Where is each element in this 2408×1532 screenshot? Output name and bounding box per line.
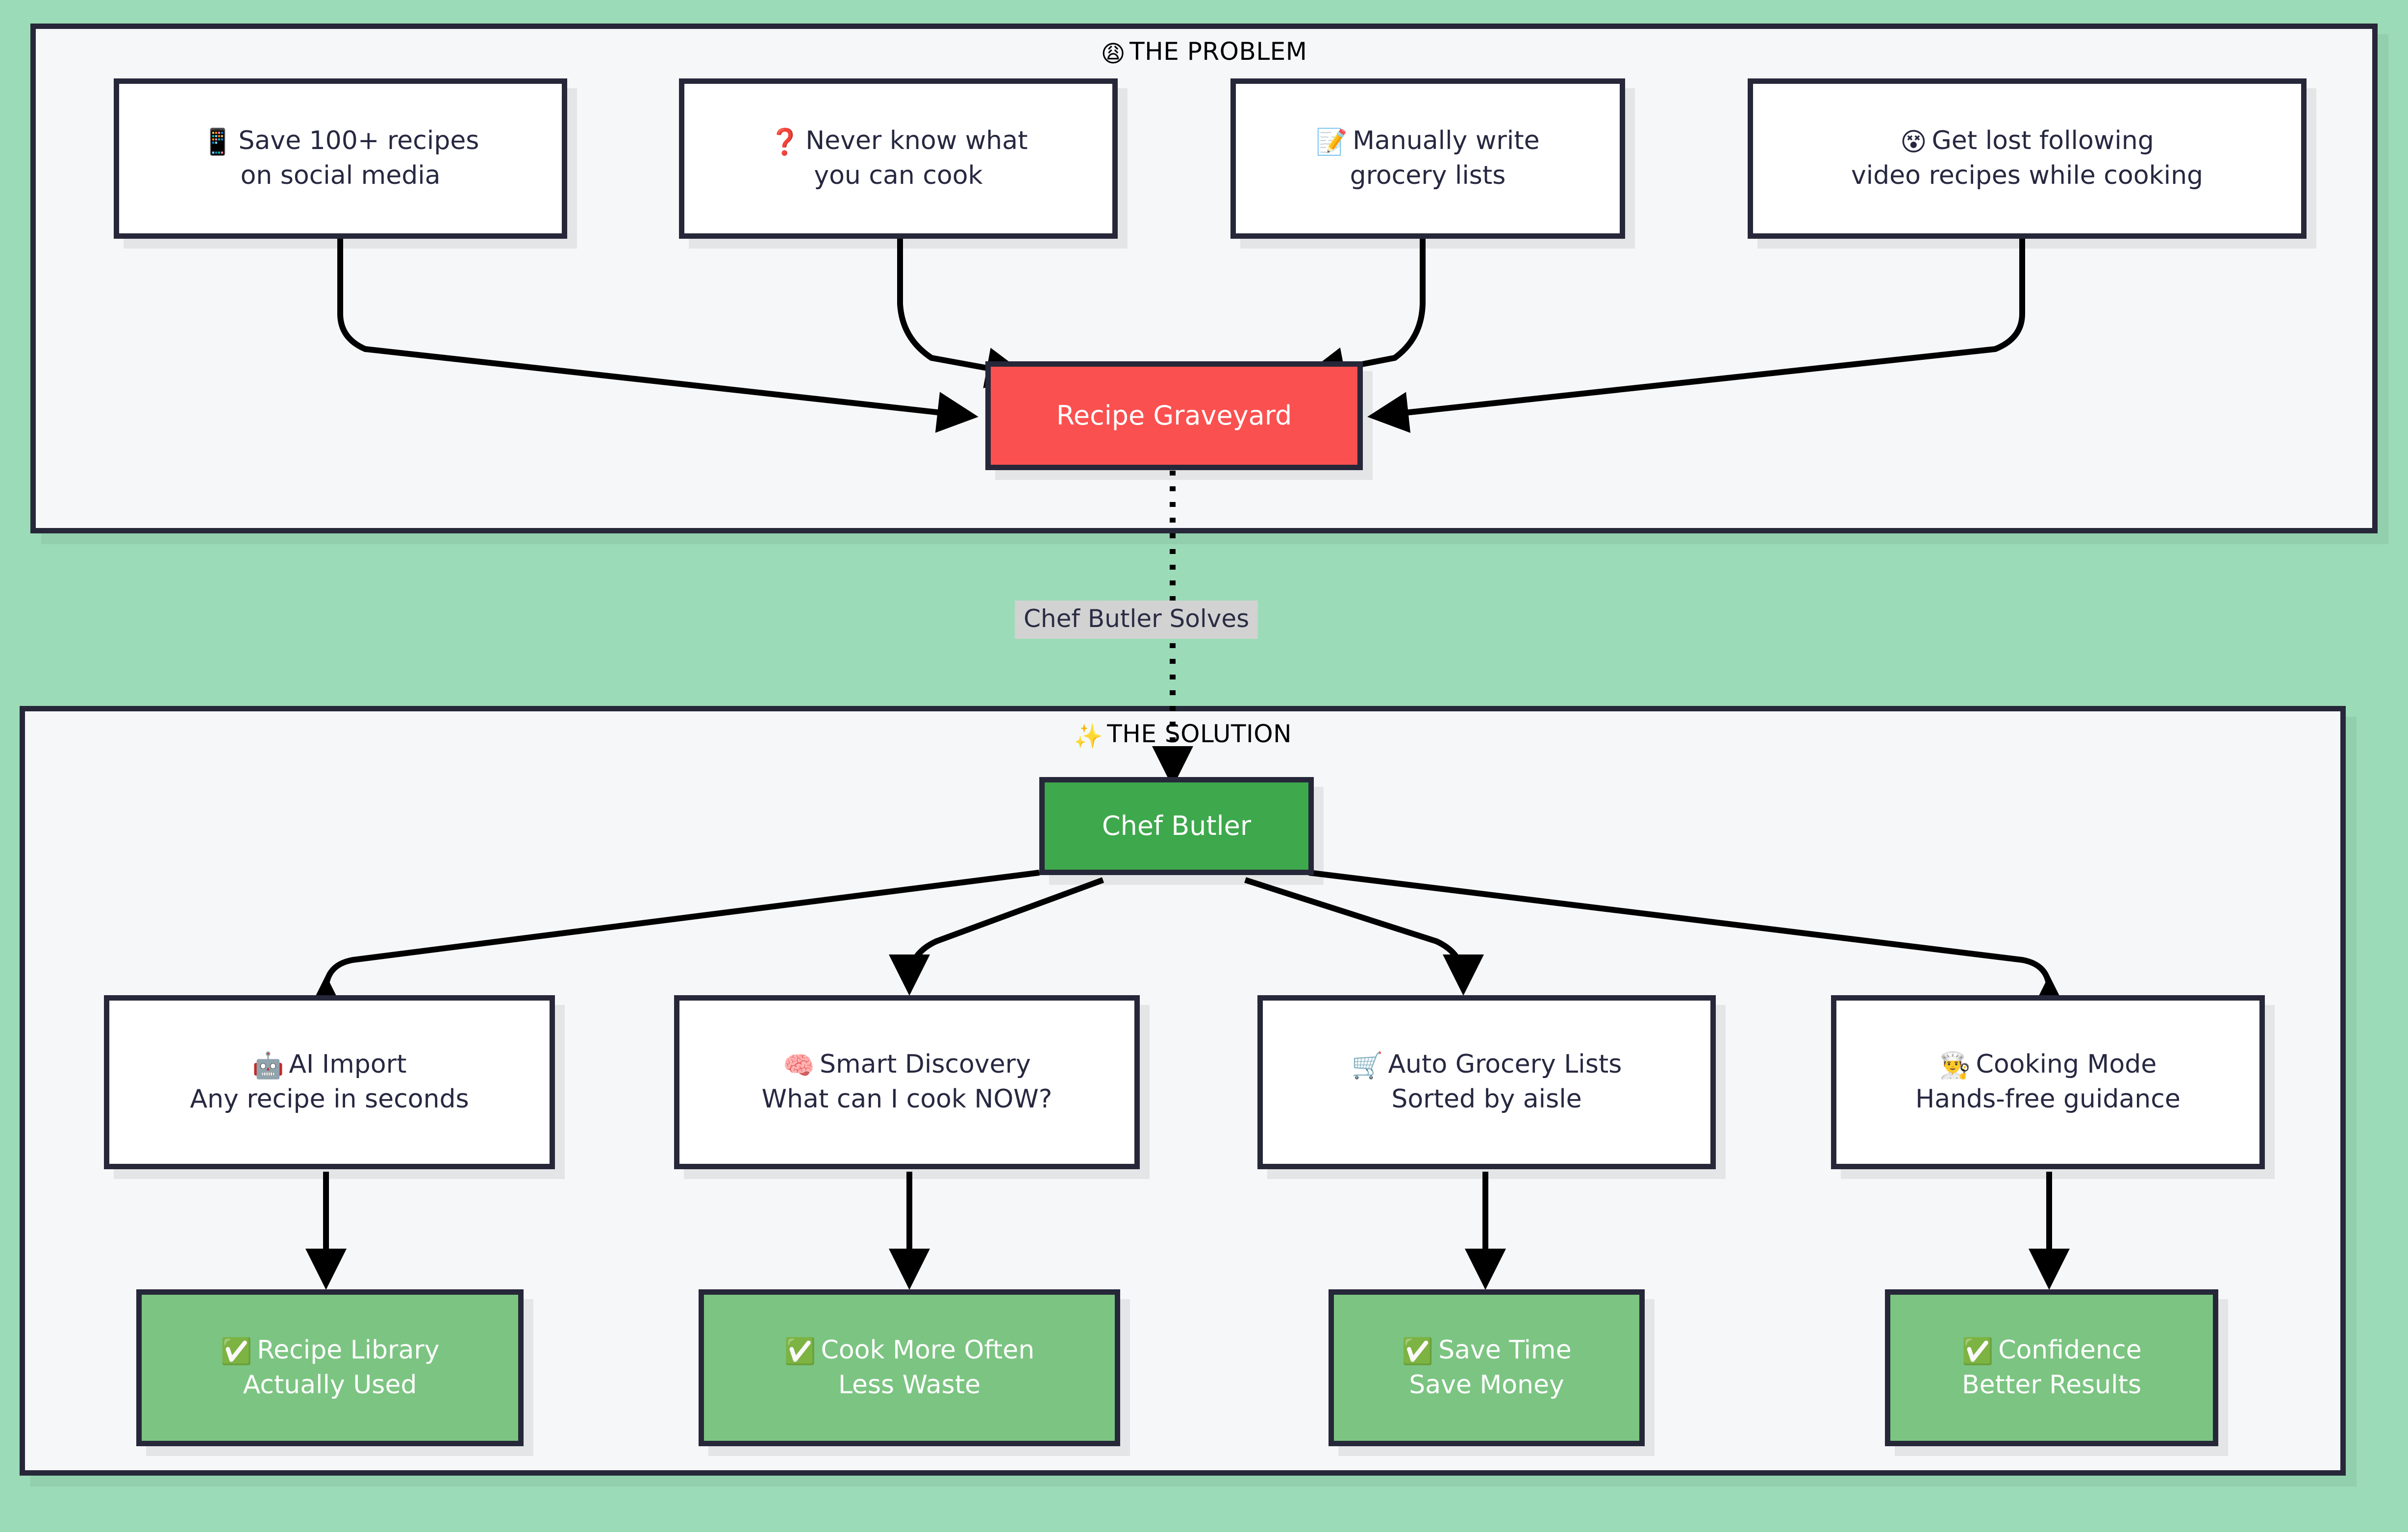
chef-butler-node[interactable]: Chef Butler [1039, 777, 1314, 875]
outcome-node-save-time[interactable]: ✅Save Time Save Money [1329, 1289, 1645, 1446]
dizzy-face-icon: 😵 [1900, 127, 1927, 157]
outcome-node-line1: Save Time [1438, 1335, 1572, 1365]
problem-node-line1: Manually write [1353, 126, 1540, 156]
problem-node-save-recipes[interactable]: 📱Save 100+ recipes on social media [114, 78, 567, 239]
feature-node-smart-discovery[interactable]: 🧠Smart Discovery What can I cook NOW? [674, 995, 1140, 1169]
feature-node-cooking-mode[interactable]: 👨‍🍳Cooking Mode Hands-free guidance [1831, 995, 2265, 1169]
outcome-node-confidence[interactable]: ✅Confidence Better Results [1885, 1289, 2218, 1446]
outcome-node-recipe-library[interactable]: ✅Recipe Library Actually Used [136, 1289, 524, 1446]
outcome-node-line1-wrap: ✅Cook More Often [784, 1334, 1034, 1369]
problem-node-line2: video recipes while cooking [1851, 161, 2204, 190]
problem-node-line1-wrap: 📱Save 100+ recipes [202, 125, 479, 159]
problem-node-line2: on social media [240, 161, 441, 190]
outcome-node-line2: Actually Used [243, 1370, 417, 1400]
problem-node-video-recipes[interactable]: 😵Get lost following video recipes while … [1748, 78, 2307, 239]
shopping-cart-icon: 🛒 [1351, 1051, 1383, 1081]
outcome-node-line1-wrap: ✅Recipe Library [221, 1334, 440, 1369]
problem-node-never-know[interactable]: ❓Never know what you can cook [679, 78, 1118, 239]
feature-node-line1: Cooking Mode [1976, 1050, 2157, 1080]
outcome-node-line2: Save Money [1409, 1370, 1564, 1400]
sparkles-icon: ✨ [1074, 723, 1104, 750]
memo-icon: 📝 [1316, 127, 1348, 157]
outcome-node-line1: Confidence [1998, 1335, 2142, 1365]
outcome-node-cook-more-often[interactable]: ✅Cook More Often Less Waste [699, 1289, 1120, 1446]
bridge-edge-label-text: Chef Butler Solves [1024, 604, 1250, 633]
check-mark-icon: ✅ [1402, 1336, 1434, 1366]
feature-node-grocery-lists[interactable]: 🛒Auto Grocery Lists Sorted by aisle [1257, 995, 1716, 1169]
feature-node-line1-wrap: 🤖AI Import [252, 1048, 407, 1083]
chef-icon: 👨‍🍳 [1939, 1051, 1971, 1081]
problem-subgraph-title: 😩THE PROBLEM [30, 24, 2378, 68]
outcome-node-line1-wrap: ✅Save Time [1402, 1334, 1571, 1369]
check-mark-icon: ✅ [220, 1336, 252, 1366]
feature-node-line2: What can I cook NOW? [761, 1084, 1053, 1114]
robot-icon: 🤖 [252, 1051, 284, 1081]
feature-node-line2: Sorted by aisle [1391, 1084, 1582, 1114]
solution-subgraph-title: ✨THE SOLUTION [20, 706, 2346, 750]
outcome-node-line1-wrap: ✅Confidence [1961, 1334, 2141, 1369]
problem-node-line2: grocery lists [1350, 161, 1506, 190]
recipe-graveyard-node[interactable]: Recipe Graveyard [985, 361, 1363, 470]
problem-node-line1-wrap: 📝Manually write [1316, 125, 1539, 159]
problem-node-line1: Never know what [805, 126, 1028, 156]
feature-node-line2: Any recipe in seconds [190, 1084, 469, 1114]
outcome-node-line1: Cook More Often [821, 1335, 1035, 1365]
problem-node-line1: Save 100+ recipes [238, 126, 479, 156]
chef-butler-label: Chef Butler [1102, 810, 1252, 841]
feature-node-line1: Smart Discovery [820, 1050, 1031, 1080]
problem-node-line1: Get lost following [1931, 126, 2154, 156]
brain-icon: 🧠 [783, 1051, 815, 1081]
bridge-edge-label: Chef Butler Solves [1015, 601, 1258, 639]
question-mark-icon: ❓ [769, 127, 801, 157]
weary-face-icon: 😩 [1101, 40, 1126, 68]
mobile-phone-icon: 📱 [201, 127, 234, 157]
check-mark-icon: ✅ [784, 1336, 816, 1366]
outcome-node-line1: Recipe Library [257, 1335, 440, 1365]
feature-node-line2: Hands-free guidance [1915, 1084, 2181, 1114]
check-mark-icon: ✅ [1961, 1336, 1994, 1366]
outcome-node-line2: Less Waste [838, 1370, 981, 1400]
feature-node-line1-wrap: 👨‍🍳Cooking Mode [1939, 1048, 2157, 1083]
feature-node-line1-wrap: 🛒Auto Grocery Lists [1352, 1048, 1622, 1083]
feature-node-line1: AI Import [289, 1050, 407, 1080]
problem-title-text: THE PROBLEM [1129, 37, 1307, 66]
problem-node-grocery-lists[interactable]: 📝Manually write grocery lists [1230, 78, 1625, 239]
problem-node-line1-wrap: ❓Never know what [769, 125, 1028, 159]
problem-node-line2: you can cook [814, 161, 983, 190]
outcome-node-line2: Better Results [1961, 1370, 2142, 1400]
feature-node-line1: Auto Grocery Lists [1388, 1050, 1622, 1080]
recipe-graveyard-label: Recipe Graveyard [1056, 400, 1292, 431]
feature-node-ai-import[interactable]: 🤖AI Import Any recipe in seconds [104, 995, 555, 1169]
solution-title-text: THE SOLUTION [1107, 720, 1292, 748]
feature-node-line1-wrap: 🧠Smart Discovery [783, 1048, 1030, 1083]
problem-node-line1-wrap: 😵Get lost following [1900, 125, 2154, 159]
